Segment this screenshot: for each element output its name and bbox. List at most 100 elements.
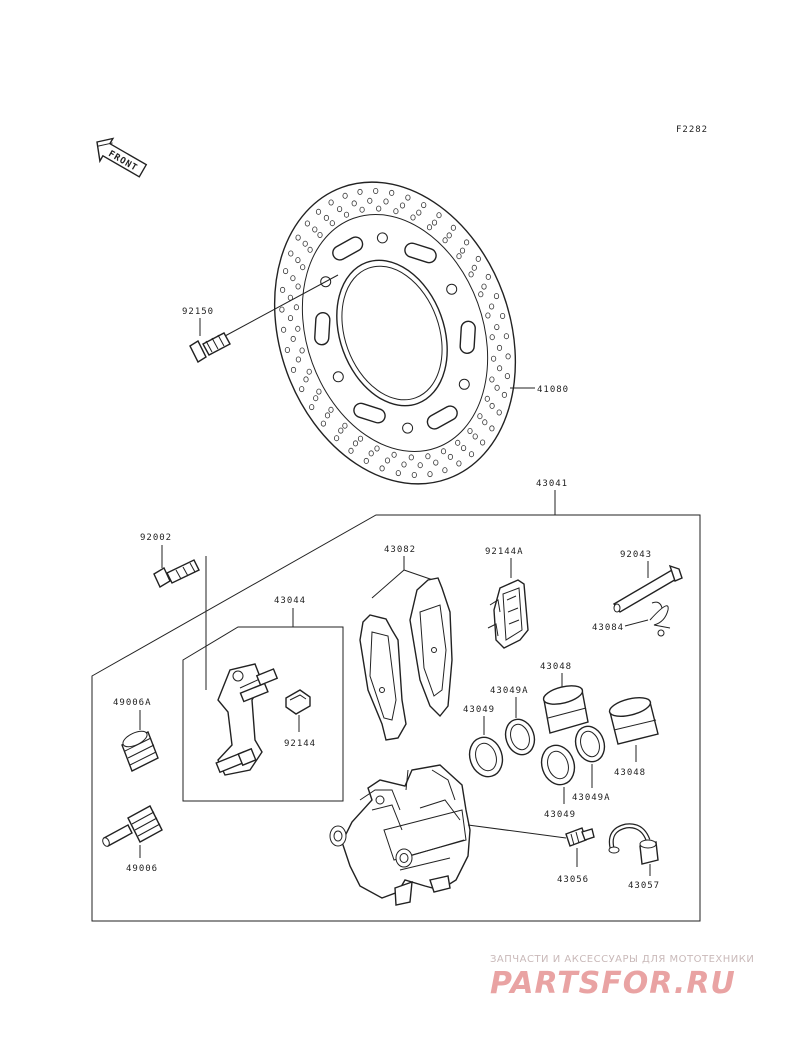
brake-pad-right xyxy=(409,577,453,718)
disc-hole xyxy=(312,226,318,233)
disc-hole xyxy=(363,457,369,464)
caliper-bracket xyxy=(215,663,279,776)
disc-hole xyxy=(300,264,306,271)
disc-hole xyxy=(295,234,301,241)
disc-hole xyxy=(460,445,467,452)
caliper-body xyxy=(329,764,471,906)
label-92144: 92144 xyxy=(284,739,316,749)
label-43049A-top: 43049A xyxy=(490,686,529,696)
label-92144A: 92144A xyxy=(485,547,524,557)
watermark: ЗАПЧАСТИ И АКСЕССУАРЫ ДЛЯ МОТОТЕХНИКИ PA… xyxy=(490,954,754,1001)
disc-hole xyxy=(290,335,296,342)
disc-hole xyxy=(338,427,344,434)
pin-clip xyxy=(649,601,671,637)
piston-right xyxy=(608,697,659,745)
disc-hole xyxy=(328,199,334,206)
disc-hole xyxy=(295,257,301,264)
disc-hole xyxy=(290,366,297,373)
disc-hole xyxy=(485,273,491,280)
disc-slot xyxy=(353,402,386,424)
disc-hole xyxy=(351,200,357,207)
disc-hole xyxy=(357,188,363,195)
watermark-logo: PARTSFOR.RU xyxy=(490,966,736,1001)
label-43044: 43044 xyxy=(274,596,306,606)
disc-hole xyxy=(505,353,511,360)
disc-hole xyxy=(416,209,422,216)
label-92150: 92150 xyxy=(182,307,214,317)
disc-hole xyxy=(342,192,348,199)
disc-hole xyxy=(456,460,462,467)
disc-hole xyxy=(306,368,312,375)
disc-hole xyxy=(376,205,382,212)
disc-hole xyxy=(395,470,401,477)
label-43049-top: 43049 xyxy=(463,705,495,715)
disc-hole xyxy=(426,224,433,231)
disc-hole xyxy=(336,206,343,213)
label-43048-top: 43048 xyxy=(540,662,572,672)
disc-hole xyxy=(408,454,414,461)
disc-hole xyxy=(287,315,294,322)
disc-hole xyxy=(496,344,503,351)
disc-hole xyxy=(295,283,301,290)
caliper-sleeve xyxy=(102,805,163,847)
disc-hole xyxy=(446,232,452,239)
disc-hole xyxy=(391,451,397,458)
disc-hole xyxy=(399,202,406,209)
caliper-assembly-outline xyxy=(91,514,701,922)
disc-hole xyxy=(316,388,322,395)
label-43048-right: 43048 xyxy=(614,768,646,778)
piston-seal-top xyxy=(468,736,504,778)
disc-bolt-hole xyxy=(402,422,414,434)
disc-bolt-hole xyxy=(458,378,470,390)
disc-hole xyxy=(425,453,431,460)
label-49006A: 49006A xyxy=(113,698,152,708)
disc-hole xyxy=(489,425,495,432)
disc-hole xyxy=(468,271,474,278)
disc-hole xyxy=(320,420,326,427)
disc-slot xyxy=(459,320,476,354)
disc-hole xyxy=(427,471,433,478)
disc-hole xyxy=(313,395,319,402)
disc-hole xyxy=(389,189,395,196)
disc-hole xyxy=(484,395,490,402)
dust-seal-bottom xyxy=(574,725,606,763)
disc-hole xyxy=(317,231,323,238)
dust-seal-top xyxy=(504,718,536,756)
disc-hole xyxy=(299,386,305,393)
label-43041: 43041 xyxy=(536,479,568,489)
brake-disc xyxy=(273,181,517,485)
disc-hole xyxy=(343,211,350,218)
disc-hole xyxy=(456,253,462,260)
disc-hole xyxy=(472,433,478,440)
disc-hole xyxy=(323,214,329,221)
disc-hole xyxy=(280,326,287,333)
label-43056: 43056 xyxy=(557,875,589,885)
disc-hole xyxy=(299,347,305,354)
disc-slot xyxy=(332,236,364,261)
disc-hole xyxy=(481,283,487,290)
disc-hole xyxy=(496,365,503,372)
disc-hole xyxy=(489,334,495,341)
disc-hole xyxy=(489,402,495,409)
rubber-boot xyxy=(121,730,159,772)
disc-hole xyxy=(295,325,301,332)
brake-pad-left xyxy=(359,614,407,741)
disc-hole xyxy=(442,467,448,474)
disc-hole xyxy=(384,457,391,464)
disc-hole xyxy=(379,465,385,472)
disc-hole xyxy=(478,291,484,298)
label-92043: 92043 xyxy=(620,550,652,560)
disc-hole xyxy=(504,373,510,380)
watermark-tagline: ЗАПЧАСТИ И АКСЕССУАРЫ ДЛЯ МОТОТЕХНИКИ xyxy=(490,954,754,965)
disc-hole xyxy=(417,462,423,469)
disc-bolt-hole xyxy=(332,371,344,383)
label-43082: 43082 xyxy=(384,545,416,555)
disc-hole xyxy=(368,450,374,457)
disc-hole xyxy=(374,445,380,452)
disc-hole xyxy=(383,198,389,205)
disc-hole xyxy=(302,240,308,247)
disc-bolt-hole xyxy=(376,232,388,244)
figure-code: F2282 xyxy=(676,125,708,135)
disc-hole xyxy=(352,440,359,447)
disc-hole xyxy=(405,194,411,201)
